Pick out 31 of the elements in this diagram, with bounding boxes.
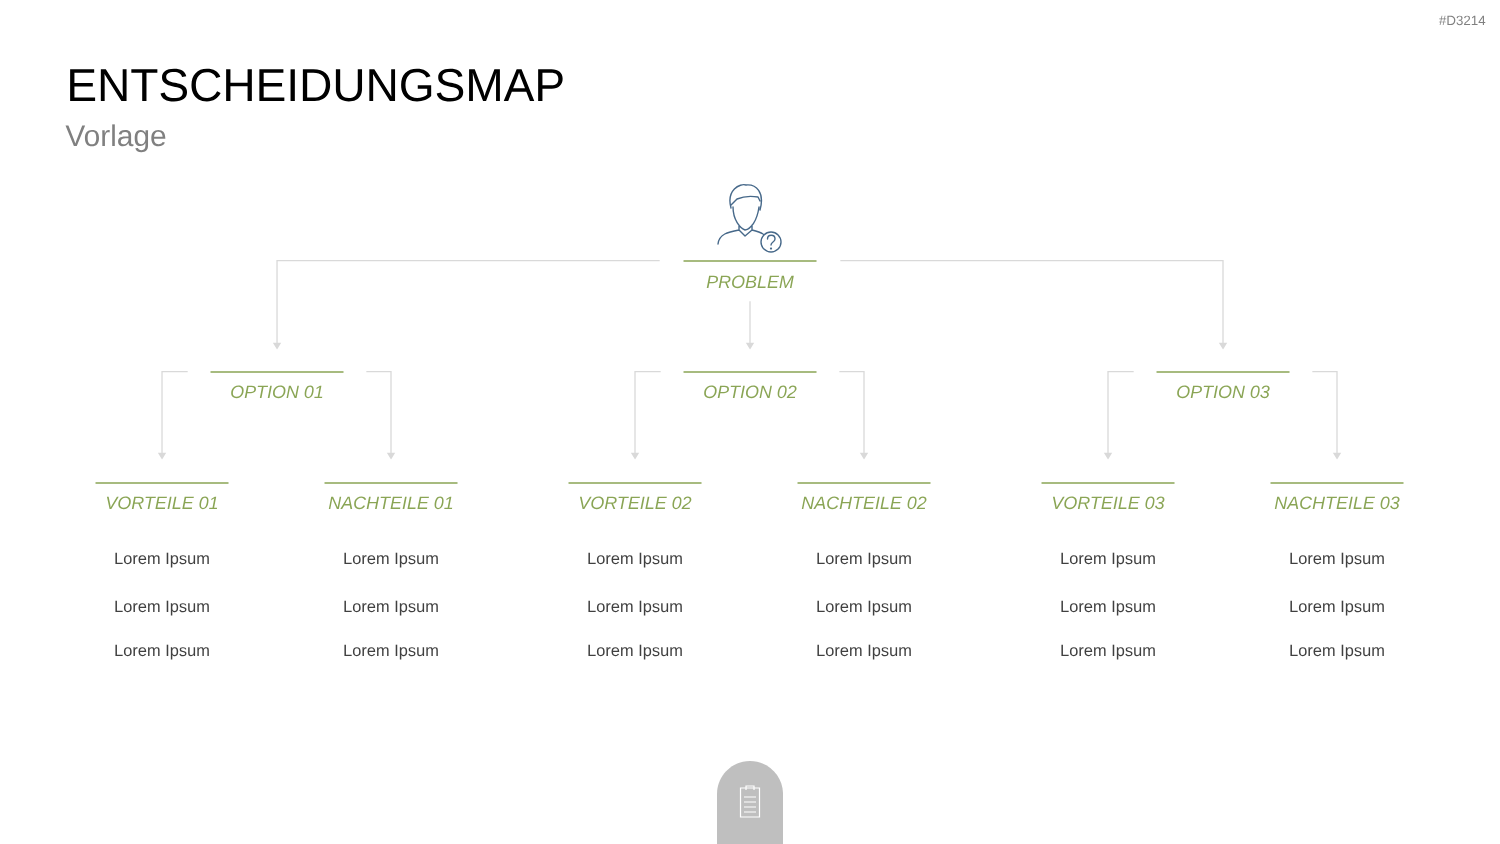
title: ENTSCHEIDUNGSMAP	[70, 68, 563, 102]
list-item: Lorem Ipsum	[817, 552, 911, 568]
list-item: Lorem Ipsum	[344, 552, 438, 568]
reference-code: #D3214	[1438, 15, 1486, 26]
underlined-heading: VORTEILE 03	[1040, 482, 1176, 510]
list-item: Lorem Ipsum	[817, 600, 911, 616]
list-item: Lorem Ipsum	[115, 644, 209, 660]
list-item: Lorem Ipsum	[588, 644, 682, 660]
list-item: Lorem Ipsum	[1290, 644, 1384, 660]
list-item: Lorem Ipsum	[1290, 552, 1384, 568]
underlined-heading: PROBLEM	[682, 260, 818, 289]
list-item: Lorem Ipsum	[1061, 644, 1155, 660]
underlined-heading: NACHTEILE 02	[796, 482, 932, 510]
list-item: Lorem Ipsum	[115, 600, 209, 616]
underlined-heading: NACHTEILE 03	[1269, 482, 1405, 510]
list-item: Lorem Ipsum	[1061, 552, 1155, 568]
underlined-heading: OPTION 03	[1155, 371, 1291, 399]
underlined-heading: VORTEILE 01	[94, 482, 230, 510]
list-item: Lorem Ipsum	[817, 644, 911, 660]
list-item: Lorem Ipsum	[588, 552, 682, 568]
list-item: Lorem Ipsum	[1061, 600, 1155, 616]
underlined-heading: OPTION 01	[209, 371, 345, 399]
list-item: Lorem Ipsum	[115, 552, 209, 568]
list-item: Lorem Ipsum	[1290, 600, 1384, 616]
underlined-heading: OPTION 02	[682, 371, 818, 399]
underlined-heading: VORTEILE 02	[567, 482, 703, 510]
list-item: Lorem Ipsum	[344, 600, 438, 616]
list-item: Lorem Ipsum	[344, 644, 438, 660]
subtitle: Vorlage	[65, 124, 166, 153]
list-item: Lorem Ipsum	[588, 600, 682, 616]
underlined-heading: NACHTEILE 01	[323, 482, 459, 510]
